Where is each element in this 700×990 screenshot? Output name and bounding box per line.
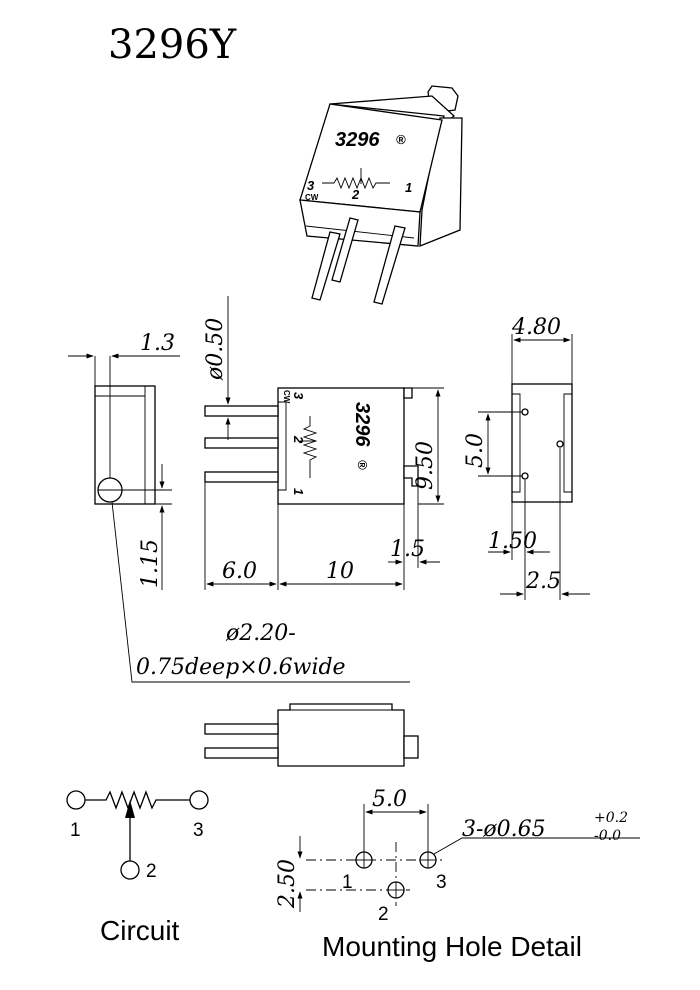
mounting-label: Mounting Hole Detail bbox=[322, 931, 582, 962]
circuit-pin2-label: 2 bbox=[146, 861, 157, 882]
circuit-resistor bbox=[85, 790, 190, 810]
circuit-terminal-1 bbox=[66, 790, 86, 810]
circuit-terminal-2 bbox=[120, 860, 140, 880]
dim-pin-length: 6.0 bbox=[222, 559, 257, 584]
iso-pin3-mark: 3 bbox=[307, 178, 315, 193]
circuit-label: Circuit bbox=[100, 915, 180, 946]
left-end-view: 1.3 1.15 bbox=[68, 331, 410, 683]
front-model-mark: 3296 bbox=[351, 402, 373, 447]
iso-resistor-symbol bbox=[322, 176, 390, 190]
front-resistor-symbol bbox=[302, 416, 318, 478]
iso-pin-3 bbox=[311, 231, 341, 301]
front-pin-bottom bbox=[204, 471, 279, 483]
iso-pin-1 bbox=[373, 225, 406, 305]
hole-spec-tol-plus: +0.2 bbox=[594, 810, 628, 826]
mount-pin3-label: 3 bbox=[436, 872, 447, 893]
bottom-adjust-tab bbox=[403, 735, 419, 759]
circuit-pin1-label: 1 bbox=[70, 820, 81, 841]
front-pin-top bbox=[204, 405, 279, 417]
part-title: 3296Y bbox=[108, 22, 237, 68]
dim-end-pin-offset: 1.50 bbox=[488, 529, 537, 554]
dim-side-screw-height: 1.15 bbox=[138, 539, 163, 588]
dim-end-pin-spacing: 2.5 bbox=[525, 569, 561, 594]
right-pin-c bbox=[556, 440, 564, 448]
screw-note-line2: 0.75deep×0.6wide bbox=[136, 655, 346, 680]
bottom-body bbox=[277, 703, 405, 767]
iso-pin1-mark: 1 bbox=[405, 180, 412, 195]
front-pin3-mark: 3 bbox=[291, 392, 306, 400]
front-body bbox=[277, 387, 405, 505]
dim-hole-spacing: 5.0 bbox=[372, 787, 407, 812]
dim-tab-offset: 1.5 bbox=[390, 537, 425, 562]
mount-pin2-label: 2 bbox=[378, 904, 389, 925]
front-adjust-tab bbox=[403, 465, 419, 487]
right-pin-b bbox=[521, 472, 529, 480]
right-pin-a bbox=[521, 408, 529, 416]
circuit-terminal-3 bbox=[189, 790, 209, 810]
screw-note-line1: ø2.20- bbox=[225, 621, 296, 646]
front-pin2-mark: 2 bbox=[291, 435, 306, 444]
mounting-hole-detail: 5.0 2.50 3-ø0.65 +0.2 -0.0 1 3 2 Mountin… bbox=[275, 787, 640, 962]
dim-pin-diameter: ø0.50 bbox=[203, 318, 228, 381]
front-view: 3296 ® 3 CW 2 1 ø0.50 9.50 6.0 10 bbox=[203, 296, 444, 590]
dim-body-width: 4.80 bbox=[511, 315, 561, 340]
front-pin1-mark: 1 bbox=[291, 488, 306, 495]
right-end-view: 4.80 5.0 1.50 2.5 bbox=[463, 315, 590, 600]
circuit-pin3-label: 3 bbox=[193, 820, 204, 841]
bottom-side-view bbox=[204, 703, 419, 767]
iso-front-face bbox=[299, 103, 443, 213]
iso-right-face bbox=[419, 117, 463, 247]
bottom-pin-bottom bbox=[204, 747, 279, 759]
iso-model-mark: 3296 bbox=[335, 129, 380, 151]
iso-pin2-mark: 2 bbox=[351, 187, 360, 202]
bottom-pin-top bbox=[204, 723, 279, 735]
iso-pin-2 bbox=[331, 217, 359, 283]
dim-body-height: 9.50 bbox=[413, 441, 438, 490]
mount-pin1-label: 1 bbox=[342, 872, 353, 893]
dim-body-length: 10 bbox=[326, 559, 354, 584]
dim-hole-row-offset: 2.50 bbox=[275, 859, 300, 909]
front-pin-middle bbox=[204, 437, 279, 449]
hole-spec-tol-minus: -0.0 bbox=[594, 828, 621, 844]
front-registered-mark: ® bbox=[355, 460, 370, 470]
dim-side-slot-offset: 1.3 bbox=[140, 331, 175, 356]
circuit-wiper-arrow bbox=[125, 800, 135, 818]
hole-spec-main: 3-ø0.65 bbox=[462, 817, 546, 842]
isometric-view: 3296 ® 3 CW 2 1 bbox=[299, 85, 463, 305]
iso-cw-mark: CW bbox=[305, 193, 319, 202]
iso-registered-mark: ® bbox=[396, 132, 406, 147]
circuit-diagram: 1 3 2 Circuit bbox=[66, 790, 209, 946]
front-cw-mark: CW bbox=[282, 390, 291, 404]
dim-pin-spacing-vertical: 5.0 bbox=[463, 433, 488, 468]
